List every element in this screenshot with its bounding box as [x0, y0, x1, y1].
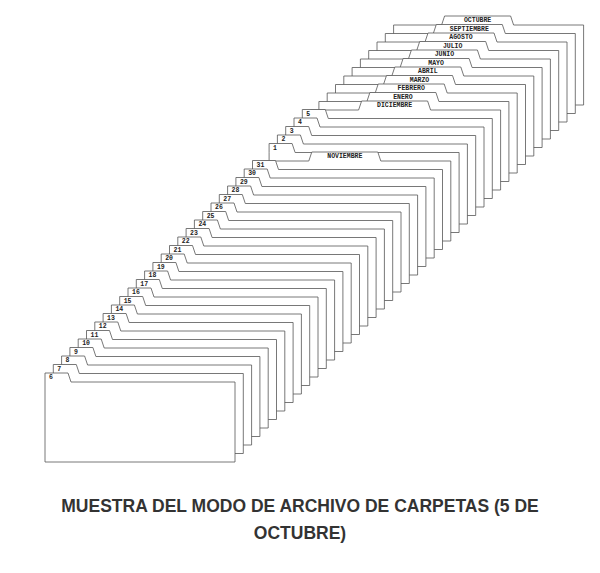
tab-label: AGOSTO	[425, 33, 497, 42]
tab-label: SEPTIEMBRE	[433, 25, 505, 34]
tab-label: 24	[198, 220, 218, 229]
tab-label: 27	[223, 195, 243, 204]
tab-label: 12	[99, 322, 119, 331]
tab-label: 6	[49, 373, 69, 382]
tab-label: 29	[240, 178, 260, 187]
tab-label: 8	[66, 356, 86, 365]
tab-label: JUNIO	[408, 50, 480, 59]
tab-label: 13	[107, 314, 127, 323]
tab-label: 17	[140, 280, 160, 289]
tab-label: 4	[298, 118, 318, 127]
tab-label: 5	[306, 110, 326, 119]
tab-label: 7	[57, 365, 77, 374]
tab-label: 1	[273, 144, 293, 153]
tab-label: 16	[132, 288, 152, 297]
tab-label: 28	[232, 186, 252, 195]
tab-label: FEBRERO	[375, 84, 447, 93]
tab-label: 23	[190, 229, 210, 238]
tab-label: DICIEMBRE	[359, 101, 431, 110]
tab-label: 18	[149, 271, 169, 280]
tab-label: 22	[182, 237, 202, 246]
tab-label: 25	[207, 212, 227, 221]
tab-label: 31	[257, 161, 277, 170]
tab-label: OCTUBRE	[442, 16, 514, 25]
tab-label: 2	[281, 135, 301, 144]
tab-label: 21	[174, 246, 194, 255]
tab-label: ENERO	[367, 93, 439, 102]
tab-label: ABRIL	[392, 67, 464, 76]
tab-label: NOVIEMBRE	[309, 152, 381, 161]
tab-label: 14	[115, 305, 135, 314]
tab-label: 10	[82, 339, 102, 348]
tab-label: 9	[74, 348, 94, 357]
caption: MUESTRA DEL MODO DE ARCHIVO DE CARPETAS …	[57, 493, 543, 547]
folder	[45, 373, 235, 462]
tab-label: 19	[157, 263, 177, 272]
tab-label: 26	[215, 203, 235, 212]
tab-label: 20	[165, 254, 185, 263]
tab-label: 15	[124, 297, 144, 306]
tab-label: MARZO	[384, 76, 456, 85]
tab-label: 30	[248, 169, 268, 178]
tab-label: 3	[290, 127, 310, 136]
tab-label: MAYO	[400, 59, 472, 68]
tab-label: 11	[91, 331, 111, 340]
tab-label: JULIO	[417, 42, 489, 51]
